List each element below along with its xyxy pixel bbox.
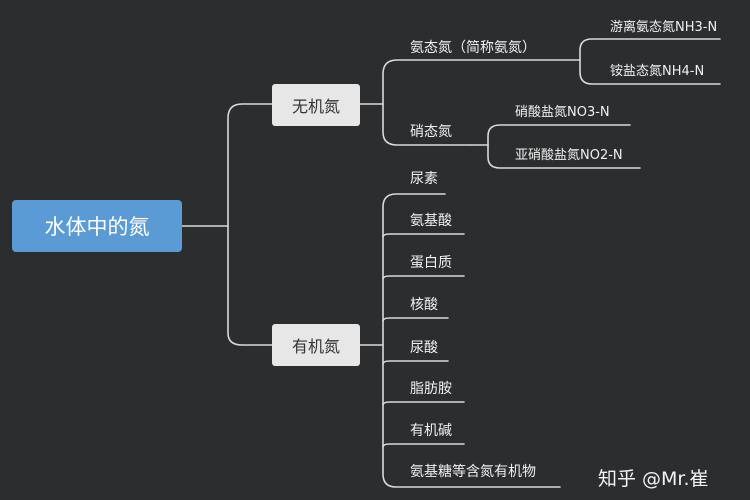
organic-item-urea[interactable]: 尿素 <box>410 171 438 187</box>
organic-node[interactable]: 有机氮 <box>272 324 360 366</box>
root-node[interactable]: 水体中的氮 <box>12 200 182 252</box>
ammonia-node[interactable]: 氨态氮（简称氨氮） <box>410 40 536 56</box>
nitrate-node[interactable]: 硝态氮 <box>410 124 452 140</box>
organic-label: 有机氮 <box>291 337 340 356</box>
organic-item-amino-sugar[interactable]: 氨基糖等含氮有机物 <box>410 464 536 480</box>
connector-root-inorganic <box>227 103 273 227</box>
connector-organic-tick-3 <box>382 317 449 322</box>
organic-item-nucleic-acid[interactable]: 核酸 <box>410 297 438 313</box>
free-ammonia-node[interactable]: 游离氨态氮NH3-N <box>610 20 718 35</box>
watermark: 知乎 @Mr.崔 <box>598 468 709 490</box>
inorganic-label: 无机氮 <box>291 97 340 116</box>
inorganic-node[interactable]: 无机氮 <box>272 84 360 126</box>
connector-nitrate-no2 <box>487 144 641 169</box>
connector-ammonia-free <box>579 38 721 61</box>
nitrite-no2-node[interactable]: 亚硝酸盐氮NO2-N <box>515 148 623 163</box>
organic-item-organic-base[interactable]: 有机碱 <box>410 423 452 439</box>
nitrate-no3-node[interactable]: 硝酸盐氮NO3-N <box>515 105 610 120</box>
connector-organic-tick-4 <box>382 360 449 365</box>
root-label: 水体中的氮 <box>44 215 150 239</box>
connector-nitrate-no3 <box>487 124 631 146</box>
organic-item-protein[interactable]: 蛋白质 <box>410 255 452 271</box>
organic-item-amino-acid[interactable]: 氨基酸 <box>410 213 452 229</box>
connector-inorganic-nitrate <box>382 103 471 146</box>
ammonium-node[interactable]: 铵盐态氮NH4-N <box>610 64 705 79</box>
connector-ammonia-ammonium <box>579 59 721 85</box>
connector-organic-tick-5 <box>382 401 465 406</box>
connector-organic-bracket <box>382 193 561 488</box>
organic-item-fatty-amine[interactable]: 脂肪胺 <box>410 381 452 397</box>
connector-organic-tick-2 <box>382 275 465 280</box>
connector-organic-tick-6 <box>382 443 465 448</box>
connector-organic-tick-1 <box>382 233 465 238</box>
connector-inorganic-ammonia <box>382 59 581 105</box>
connector-root-organic <box>227 225 273 346</box>
organic-item-uric-acid[interactable]: 尿酸 <box>410 340 438 356</box>
